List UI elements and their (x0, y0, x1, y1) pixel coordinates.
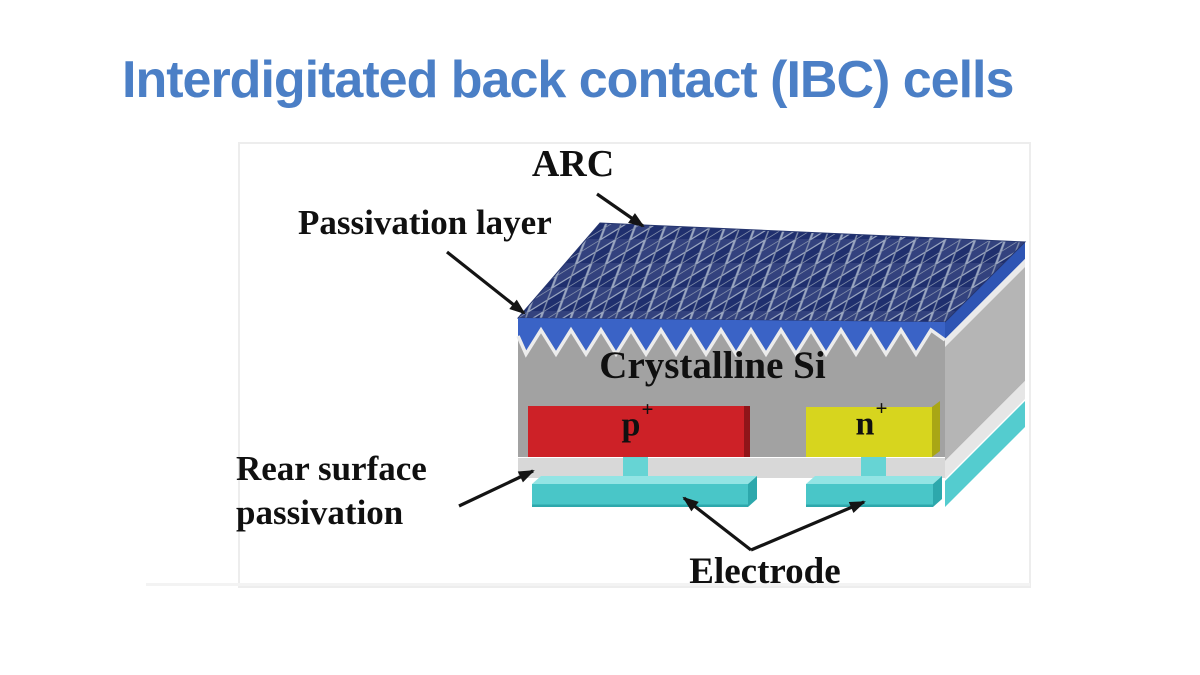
n-plus-label: n+ (826, 396, 916, 443)
p-plus-region-edge (744, 406, 750, 457)
slide-title: Interdigitated back contact (IBC) cells (122, 51, 1014, 109)
electrode-left (532, 484, 748, 507)
p-plus-region (528, 406, 750, 457)
front-passivation-side-thin (945, 259, 1025, 347)
figure-frame (238, 142, 1031, 588)
via-left (623, 457, 648, 479)
crystalline-si-label: Crystalline Si (599, 344, 826, 387)
electrode-right-bottom-edge (806, 504, 933, 507)
cell-structure (516, 222, 1027, 507)
annotation-arrows (446, 192, 866, 552)
arc-label: ARC (531, 143, 615, 185)
n-plus-region-bevel (932, 401, 940, 457)
arc-texture-surface (516, 222, 1027, 323)
rear-surface-line1: Rear surface (236, 449, 427, 488)
electrode-left-bottom-edge (532, 504, 748, 507)
p-plus-label: p+ (592, 397, 682, 444)
electrode-right-side (933, 476, 942, 507)
n-plus-label-base: n (855, 405, 875, 443)
electrode-side-slab (945, 401, 1025, 507)
rear-surface-passivation-label: Rear surface passivation (236, 447, 466, 535)
arrow-electrode-left (682, 496, 752, 552)
passivation-layer-label: Passivation layer (298, 203, 552, 242)
n-plus-region (806, 407, 932, 457)
passivation-side-face (945, 242, 1025, 339)
electrode-left-top (532, 476, 757, 484)
passivation-front-band (518, 318, 945, 354)
silicon-side-face (945, 267, 1025, 461)
p-plus-label-sup: + (641, 396, 654, 421)
electrode-right-top (806, 476, 942, 484)
n-plus-label-sup: + (875, 395, 888, 420)
via-right (861, 457, 886, 479)
electrode-label: Electrode (689, 551, 841, 592)
p-plus-label-base: p (621, 406, 641, 444)
arrow-electrode-right (750, 500, 866, 552)
figure-bottom-artifact (146, 583, 1030, 586)
arrow-passivation-layer (446, 250, 526, 315)
rear-passivation-side-face (945, 381, 1025, 479)
zigzag-highlight (516, 326, 947, 358)
arrow-rear-passivation (458, 469, 535, 508)
arrow-arc (596, 192, 645, 228)
electrode-left-side (748, 476, 757, 507)
rear-surface-line2: passivation (236, 493, 404, 533)
electrode-right (806, 484, 933, 507)
